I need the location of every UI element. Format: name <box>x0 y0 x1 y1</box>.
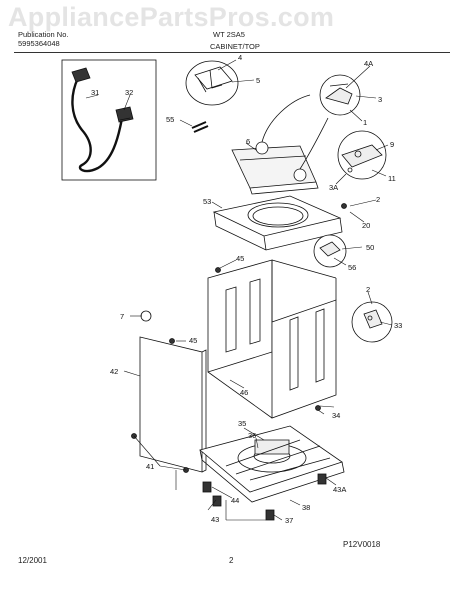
callout-55: 55 <box>166 115 174 124</box>
callout-5: 5 <box>256 76 260 85</box>
callout-7: 7 <box>120 312 124 321</box>
callout-3: 3 <box>378 95 382 104</box>
callout-45-front: 45 <box>189 336 197 345</box>
callout-42: 42 <box>110 367 118 376</box>
page-number: 2 <box>229 556 234 565</box>
bracket-inset <box>351 301 393 343</box>
callout-38: 38 <box>302 503 310 512</box>
figure-code: P12V0018 <box>343 540 381 549</box>
power-cord-part <box>71 67 134 173</box>
callout-45-top: 45 <box>236 254 244 263</box>
callout-53: 53 <box>203 197 211 206</box>
header-rule <box>14 52 450 53</box>
lid-lock-inset <box>337 130 387 180</box>
callout-43: 43 <box>211 515 219 524</box>
callout-6: 6 <box>246 137 250 146</box>
callout-37: 37 <box>285 516 293 525</box>
callout-35: 35 <box>238 419 246 428</box>
callout-34: 34 <box>332 411 340 420</box>
leader-lines <box>85 59 393 521</box>
callout-4: 4 <box>238 53 242 62</box>
watermark-logo: AppliancePartsPros.com <box>8 2 335 32</box>
section-title: CABINET/TOP <box>210 42 260 51</box>
lid-switch-inset <box>319 74 361 116</box>
callout-1: 1 <box>363 118 367 127</box>
model-number: WT 2SA5 <box>213 30 245 39</box>
callout-labels: 31 32 4 5 4A 3 55 6 1 9 11 3A 53 2 20 50… <box>91 53 402 525</box>
callout-9: 9 <box>390 140 394 149</box>
hinge-detail-inset <box>185 60 239 106</box>
callout-3a: 3A <box>329 183 338 192</box>
callout-33: 33 <box>394 321 402 330</box>
cabinet-top-part <box>212 195 343 251</box>
callout-36: 36 <box>248 431 256 440</box>
callout-11: 11 <box>388 174 396 183</box>
top-lid-part <box>231 94 329 195</box>
cabinet-side-part <box>207 260 337 419</box>
callout-4a: 4A <box>364 59 373 68</box>
callout-44: 44 <box>231 496 239 505</box>
power-cord-inset <box>61 59 157 181</box>
callout-2-side: 2 <box>366 285 370 294</box>
screws <box>131 121 347 473</box>
callout-2-top: 2 <box>376 195 380 204</box>
callout-56: 56 <box>348 263 356 272</box>
callout-46: 46 <box>240 388 248 397</box>
footer-date: 12/2001 <box>18 556 47 565</box>
callout-32: 32 <box>125 88 133 97</box>
switch-inset <box>313 234 347 268</box>
callout-43a: 43A <box>333 485 346 494</box>
publication-number: 5995364048 <box>18 39 60 48</box>
cabinet-base-part <box>199 425 345 503</box>
publication-label: Publication No. <box>18 30 69 39</box>
callout-20: 20 <box>362 221 370 230</box>
callout-31: 31 <box>91 88 99 97</box>
callout-50: 50 <box>366 243 374 252</box>
front-panel-part <box>139 336 207 473</box>
callout-41: 41 <box>146 462 154 471</box>
